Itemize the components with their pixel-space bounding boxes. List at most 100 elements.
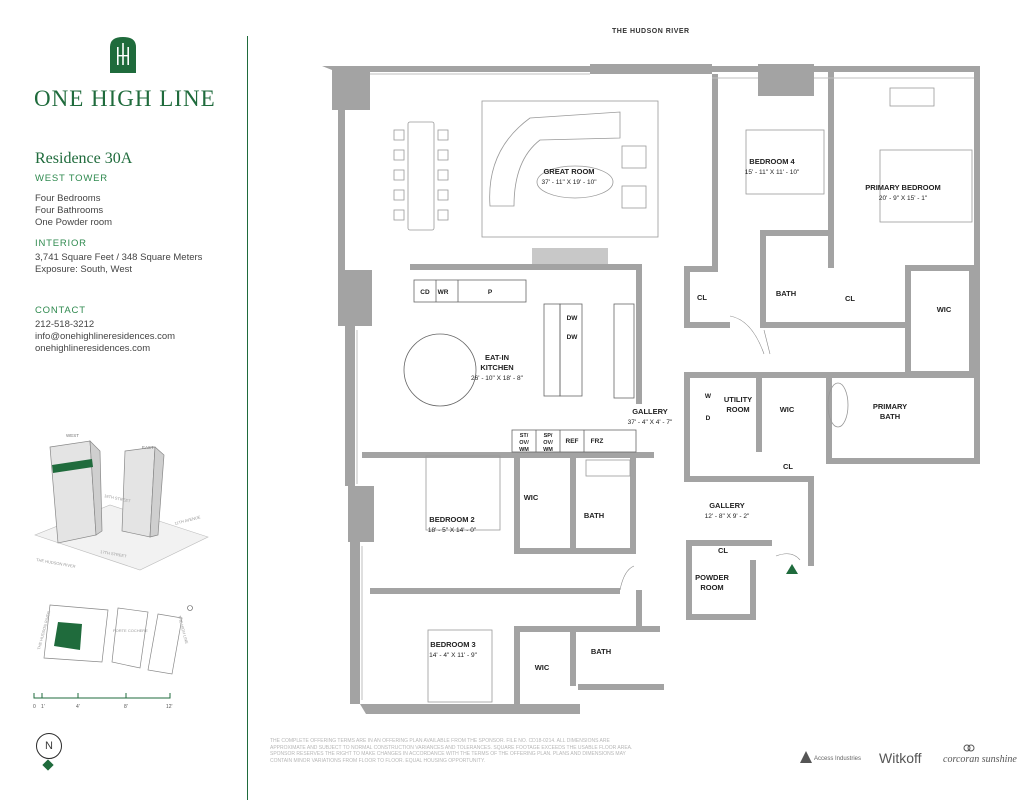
contact-email[interactable]: info@onehighlineresidences.com [35, 331, 176, 342]
wall-top3 [712, 66, 758, 72]
feature-powder: One Powder room [35, 217, 113, 228]
label-powder-1: POWDER [695, 573, 729, 582]
label-cl-hall: CL [697, 293, 707, 302]
interior-exposure: Exposure: South, West [35, 264, 132, 275]
wall-powder-right [750, 560, 756, 620]
sponsor-witkoff: Witkoff [879, 750, 922, 766]
wall-bed2-bath-right [630, 452, 636, 552]
label-wic-bed2: WIC [524, 493, 539, 502]
wall-w-column2 [348, 486, 374, 542]
dim-great-room: 37' - 11" X 19' - 10" [541, 179, 597, 186]
wall-utility-bottom [684, 476, 810, 482]
label-d: D [706, 415, 711, 422]
tub [827, 382, 849, 428]
brand-name: ONE HIGH LINE [34, 86, 216, 111]
wall-utility-left [684, 372, 690, 482]
label-primary-bedroom: PRIMARY BEDROOM [865, 183, 940, 192]
label-cl-gallery: CL [783, 462, 793, 471]
legal-disclaimer: THE COMPLETE OFFERING TERMS ARE IN AN OF… [270, 738, 633, 764]
wall-bed4-left [712, 74, 718, 270]
logo-mark-icon [110, 37, 136, 73]
map-river: THE HUDSON RIVER [36, 557, 76, 569]
entry-marker-icon [786, 564, 798, 574]
coffee-table [536, 165, 614, 199]
dim-bedroom2: 18' - 5" X 14' - 0" [428, 527, 477, 534]
wall-top2 [590, 64, 712, 74]
wall-bed2-wic [514, 452, 520, 552]
wall-door-jamb [636, 590, 642, 626]
label-wic-utility: WIC [780, 405, 795, 414]
bed2-bed [425, 455, 501, 531]
label-gallery1: GALLERY [632, 407, 668, 416]
bed3-bed [427, 629, 493, 703]
label-ov2: OV/ [543, 440, 553, 446]
label-utility-2: ROOM [726, 405, 749, 414]
feature-bedrooms: Four Bedrooms [35, 193, 101, 204]
dim-gallery2: 12' - 8" X 9' - 2" [705, 513, 750, 520]
label-utility-1: UTILITY [724, 395, 752, 404]
label-st: ST/ [520, 433, 529, 439]
label-bedroom2: BEDROOM 2 [429, 515, 474, 524]
wall-cl-left [684, 266, 690, 326]
wall-powder-top [686, 540, 772, 546]
label-bath-bed2: BATH [584, 511, 604, 520]
label-wic-bed3: WIC [535, 663, 550, 672]
label-primary-bath-1: PRIMARY [873, 402, 907, 411]
scale-8: 8' [124, 704, 128, 710]
dim-bedroom3: 14' - 4" X 11' - 9" [429, 652, 477, 659]
label-bath-bed4: BATH [776, 289, 796, 298]
wall-east [974, 72, 980, 464]
appliance-run [511, 429, 637, 453]
wall-pbath-left [826, 372, 832, 464]
wall-powder-bottom [686, 614, 756, 620]
dim-kitchen: 26' - 10" X 18' - 8" [471, 375, 524, 382]
scale-4: 4' [76, 704, 80, 710]
wall-bed3-bath-bottom [578, 684, 664, 690]
wall-bed2-bath [570, 452, 576, 552]
label-ov1: OV/ [519, 440, 529, 446]
wall-bed3-wic [514, 626, 520, 710]
dining-chairs [393, 129, 449, 221]
contact-website[interactable]: onehighlineresidences.com [35, 343, 151, 354]
map-street-bottom: 17TH STREET [100, 549, 128, 559]
label-dw1: DW [567, 315, 579, 322]
label-wm1: WM [519, 447, 529, 453]
wall-top4 [814, 66, 980, 72]
feature-bathrooms: Four Bathrooms [35, 205, 104, 216]
kitchen-counter [613, 303, 635, 399]
label-sp: SP/ [544, 433, 553, 439]
wall-powder-left [686, 540, 692, 620]
label-bath-bed3: BATH [591, 647, 611, 656]
label-cd: CD [420, 289, 430, 296]
wall-top1 [370, 66, 590, 72]
wall-bath4-bottom [760, 322, 910, 328]
label-ref: REF [566, 438, 579, 445]
kitchen-island [543, 303, 561, 397]
kitchen-hood [532, 248, 608, 264]
wall-cl-bottom [684, 322, 730, 328]
column-n [758, 64, 814, 96]
dining-table [403, 333, 477, 407]
map-avenue: 11TH AVENUE [174, 514, 201, 526]
north-compass-icon: N [36, 733, 62, 759]
wall-w-column1 [338, 270, 372, 326]
contact-phone[interactable]: 212-518-3212 [35, 319, 95, 330]
corcoran-logo-icon [963, 744, 975, 752]
dim-bedroom4: 15' - 11" X 11' - 10" [745, 169, 800, 176]
wall-bath4-left [760, 230, 766, 326]
scale-0: 0 [33, 704, 36, 710]
label-kitchen-2: KITCHEN [480, 363, 513, 372]
wall-bed3-top [370, 588, 620, 594]
wall-kitchen-top [410, 264, 642, 270]
primary-bed [879, 149, 973, 223]
label-kitchen-1: EAT-IN [485, 353, 509, 362]
sectional-sofa [489, 111, 621, 207]
wall-gallery-right [808, 476, 814, 566]
map-east-label: EAST [142, 445, 154, 450]
label-powder-2: ROOM [700, 583, 723, 592]
residence-title: Residence 30A [35, 150, 133, 167]
bed4-bed [745, 129, 825, 195]
divider-line [247, 36, 248, 800]
label-dw2: DW [567, 334, 579, 341]
primary-wic-block [905, 265, 975, 377]
